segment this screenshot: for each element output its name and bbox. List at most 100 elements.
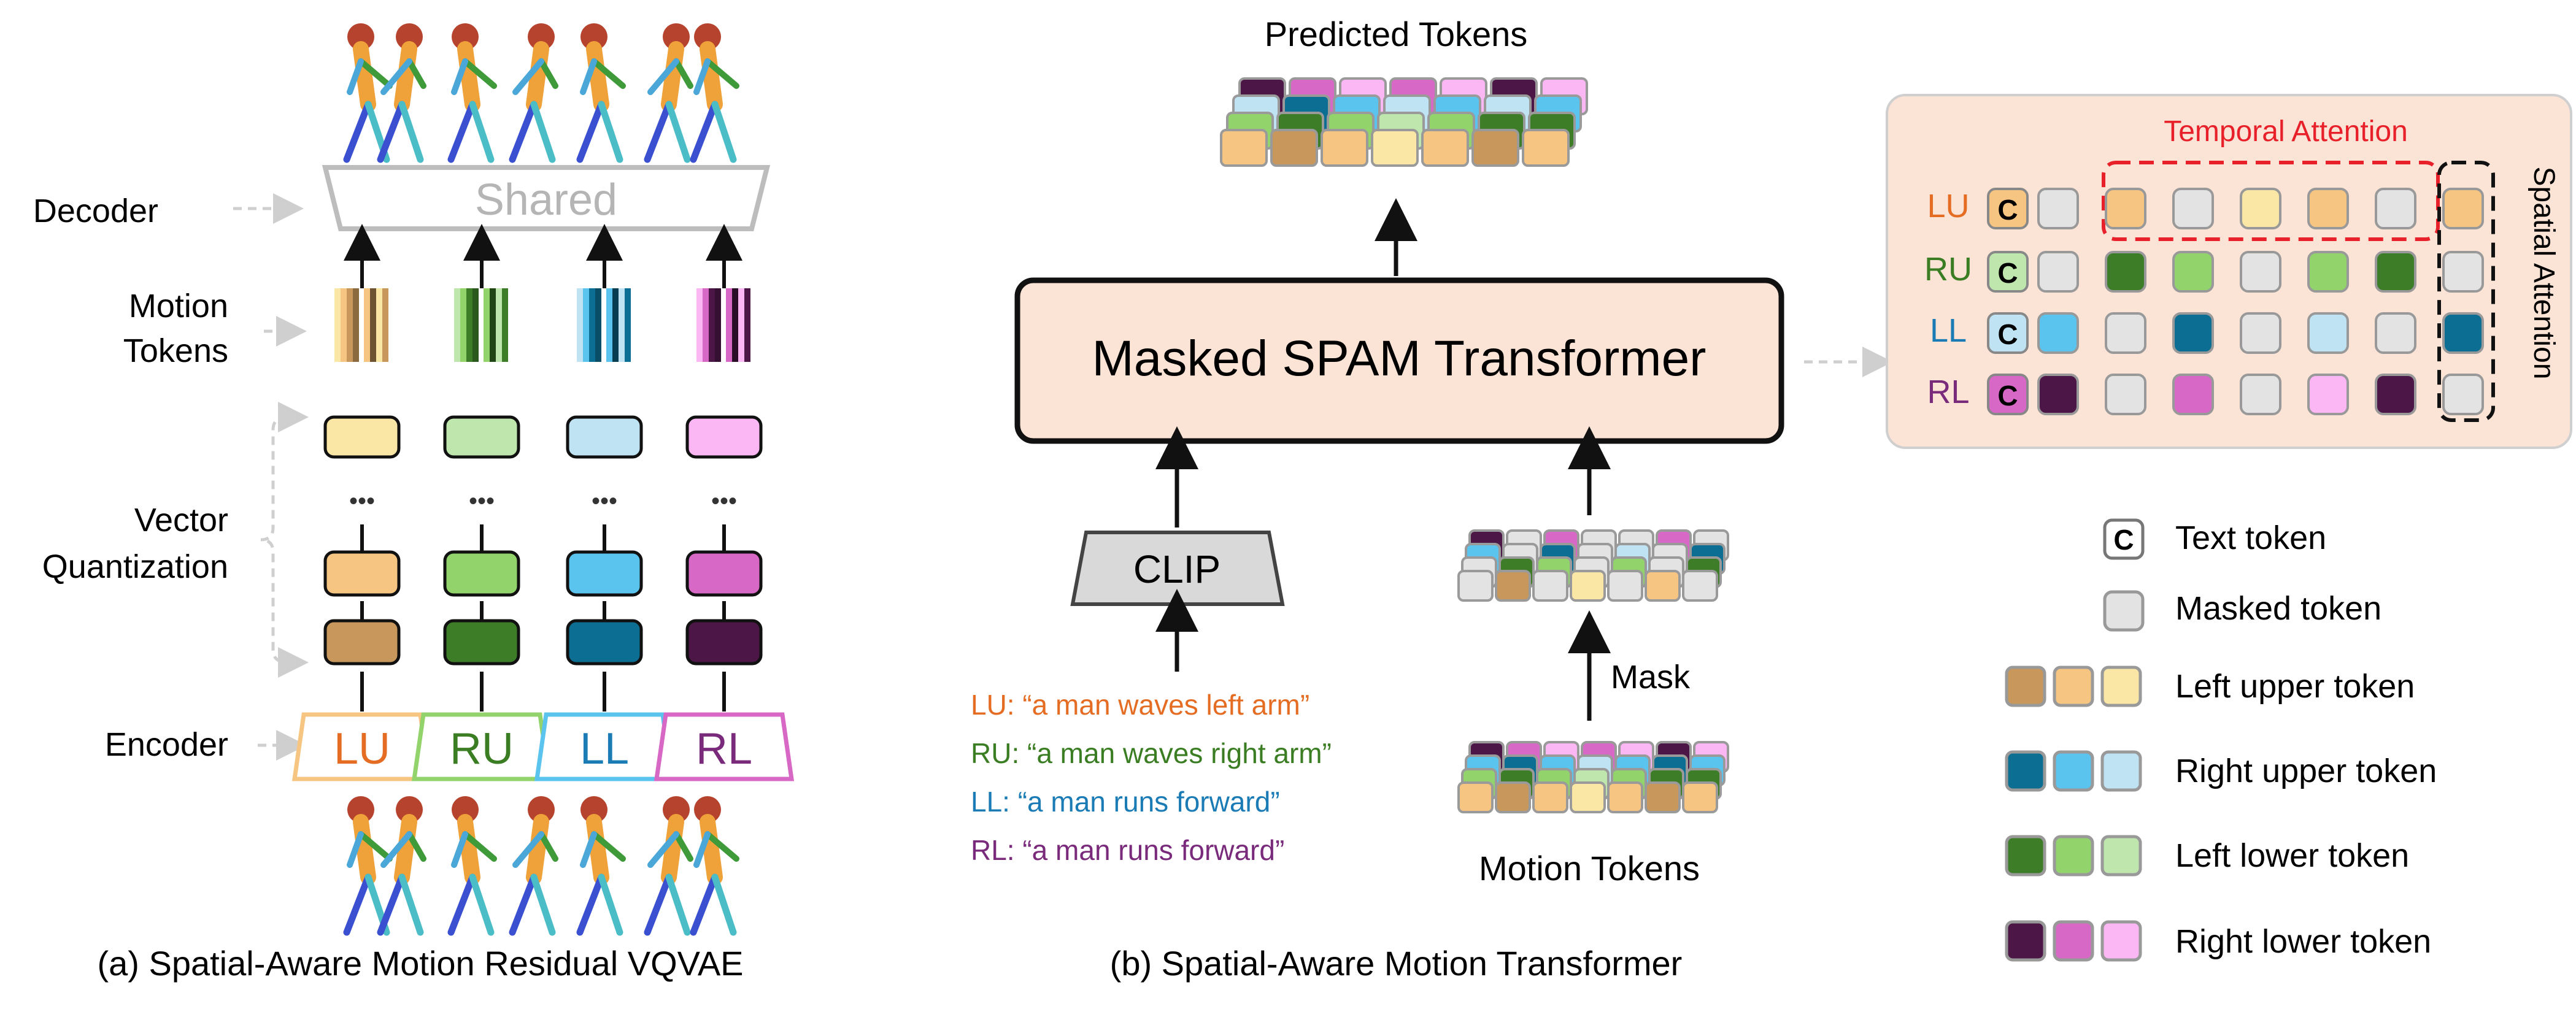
figure-arm [512,58,544,95]
legend-right-lower: Right lower token [2175,923,2431,960]
token-strip [726,288,732,362]
codebook-box-ll [566,415,643,459]
figure-head [694,796,721,823]
figure-leg [343,873,372,936]
token-strip [715,288,721,362]
attention-token [2172,188,2214,229]
legend: C Text token Masked token Left upper tok… [2005,518,2437,962]
figure-leg [377,873,406,936]
stick-figure [447,796,497,936]
legend-color-swatch [2100,666,2142,707]
stick-figure [509,796,558,936]
figure-leg [530,873,556,936]
figure-arm [580,831,597,868]
ellipsis: ••• [592,488,617,515]
token-strip [472,288,479,362]
motion-token [1532,781,1568,813]
attention-token [2105,374,2146,415]
figure-arm [380,831,412,868]
panel-a-caption: (a) Spatial-Aware Motion Residual VQVAE [97,944,743,983]
figure-leg [576,873,605,936]
stick-figure [343,796,393,936]
attention-token [2307,312,2349,354]
attention-token [2442,188,2484,229]
figure-leg [530,101,556,163]
legend-masked-token: Masked token [2175,590,2381,627]
figure-arm [451,831,468,868]
vqvae-columns: •••LU•••RU•••LL•••RL [291,224,795,781]
attention-row-label: LU [1927,188,1969,224]
token-strip [619,288,625,362]
attention-row-label: RL [1927,374,1969,410]
decoder-shared-text: Shared [475,175,617,224]
predicted-tokens-label: Predicted Tokens [1265,15,1528,53]
attention-panel-bg [1886,94,2572,449]
token-strip [589,288,595,362]
attention-token [2307,188,2349,229]
attention-token [2172,251,2214,293]
shared-decoder [322,165,771,231]
figure-arm [591,831,626,862]
figure-torso [353,41,376,112]
text-token [1987,251,2029,293]
figure-arm [347,58,364,95]
figure-leg [690,101,719,163]
figure-head [694,23,721,50]
motion-token [1570,781,1606,813]
token-strip [334,288,341,362]
figure-arm [704,58,739,89]
token-strip [353,288,359,362]
stick-figure [576,796,626,936]
figure-leg [398,873,424,936]
attention-row-label: LL [1930,312,1967,349]
stick-figure [576,23,626,163]
codebook-box-rl [685,619,763,666]
encoder-label-ll: LL [580,724,629,773]
token-strip [703,288,709,362]
clip-label: CLIP [1133,547,1221,591]
attention-token [2240,251,2281,293]
decoder-label: Decoder [33,193,158,229]
stick-figure [509,23,558,163]
figure-leg [644,101,673,163]
token-strip [732,288,738,362]
encoder-label-ru: RU [450,724,514,773]
masked-motion-token [1457,570,1494,602]
legend-color-swatch [2053,750,2094,792]
figure-torso [661,814,684,885]
predicted-token [1421,129,1469,167]
text-token [1987,312,2029,354]
figure-head [663,23,690,50]
token-strip [577,288,583,362]
codebook-box-rl [685,415,763,459]
stick-figure [447,23,497,163]
token-strip [744,288,750,362]
attention-token [2240,312,2281,354]
legend-color-swatch [2005,920,2046,962]
figure-arm [380,58,412,95]
figure-torso [526,814,549,885]
stick-figure [644,796,693,936]
figure-head [663,796,690,823]
figure-leg [447,101,476,163]
motion-figures-top [343,23,739,163]
figure-arm [538,58,558,89]
legend-color-swatch [2005,835,2046,877]
masked-motion-token [1607,570,1643,602]
legend-masked-swatch [2103,590,2145,632]
figure-head [347,796,374,823]
figure-head [580,23,607,50]
masked-spam-transformer [1014,277,1784,444]
figure-head [396,796,423,823]
legend-right-upper: Right upper token [2175,753,2437,789]
token-strip [738,288,744,362]
token-strip [382,288,388,362]
clip-encoder [1070,531,1285,606]
attention-token [2375,374,2416,415]
figure-leg [644,873,673,936]
figure-leg [469,873,495,936]
ellipsis: ••• [711,488,737,515]
attention-token [2442,312,2484,354]
